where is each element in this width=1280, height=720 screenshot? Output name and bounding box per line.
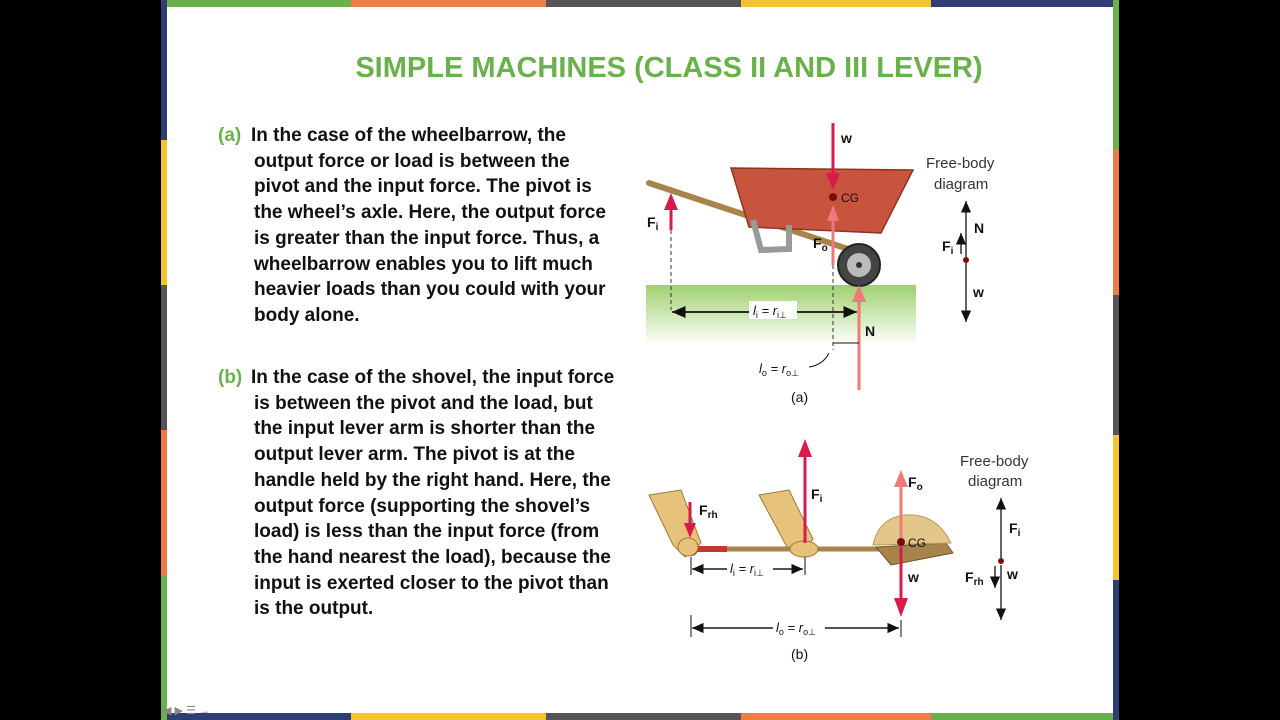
bottom-color-bar-1: [161, 713, 351, 720]
fbd-w-label: w: [972, 284, 984, 300]
cg-dot: [897, 538, 905, 546]
w-arrowhead: [826, 173, 840, 190]
fbd-point: [998, 558, 1004, 564]
w-label: w: [907, 569, 919, 585]
slide-nav-controls[interactable]: ◀ ▶ ☰ →: [163, 705, 210, 717]
fbd-fi-label: Fi: [942, 238, 954, 257]
n-label: N: [865, 323, 875, 339]
cg-dot: [829, 193, 837, 201]
wheelbarrow-tub: [729, 167, 915, 234]
slide: SIMPLE MACHINES (CLASS II AND III LEVER)…: [161, 0, 1119, 720]
w-arrowhead: [894, 598, 908, 617]
fbd-title-line2: diagram: [934, 176, 988, 193]
li-label-bg: [727, 559, 773, 577]
bottom-color-bar-3: [546, 713, 741, 720]
paragraph-b-text: In the case of the shovel, the input for…: [251, 367, 615, 620]
fo-label: Fo: [908, 474, 923, 493]
left-hand: [789, 540, 819, 558]
right-color-strip: [1113, 150, 1119, 295]
bottom-color-bar-2: [351, 713, 546, 720]
fbd-n-label: N: [974, 220, 984, 236]
right-color-strip: [1113, 435, 1119, 580]
wheelbarrow-axle: [856, 262, 862, 268]
lo-leader: [808, 352, 830, 368]
right-hand: [677, 537, 699, 557]
top-color-bar-4: [741, 0, 931, 7]
left-color-strip: [161, 430, 167, 575]
fbd-title-line2: diagram: [968, 473, 1022, 490]
fi-arrowhead: [664, 193, 678, 210]
slide-title: SIMPLE MACHINES (CLASS II AND III LEVER): [355, 52, 983, 84]
dirt-load: [872, 514, 952, 546]
w-label: w: [840, 130, 852, 146]
paragraph-b: (b) In the case of the shovel, the input…: [218, 365, 618, 622]
n-arrowhead: [852, 285, 866, 302]
top-color-bar-1: [161, 0, 351, 7]
paragraph-a: (a) In the case of the wheelbarrow, the …: [218, 123, 618, 329]
fo-arrowhead: [827, 205, 839, 221]
fbd-fi-label: Fi: [1009, 520, 1021, 539]
wheelbarrow-leg: [750, 219, 792, 254]
cg-label: CG: [841, 191, 859, 205]
paragraph-a-label: (a): [218, 125, 242, 146]
fbd-frh-label: Frh: [965, 569, 984, 588]
li-label: li = ri⊥: [730, 561, 764, 578]
top-color-bar-5: [931, 0, 1119, 7]
wheelbarrow-figure: CG w Fo Fi li = ri⊥ N lo = ro⊥ (a) Free-…: [646, 123, 995, 405]
left-color-strip: [161, 575, 167, 720]
fo-arrowhead: [894, 470, 908, 487]
cg-label: CG: [908, 536, 926, 550]
shovel-blade: [874, 542, 954, 566]
bottom-color-bar-5: [931, 713, 1119, 720]
right-color-strip: [1113, 0, 1119, 150]
right-color-strip: [1113, 295, 1119, 435]
lo-label: lo = ro⊥: [759, 361, 799, 378]
caption-b: (b): [791, 646, 808, 662]
lo-label-bg: [773, 617, 825, 635]
paragraph-b-label: (b): [218, 367, 243, 388]
li-label: li = ri⊥: [753, 303, 787, 320]
fbd-w-label: w: [1006, 566, 1018, 582]
fbd-title-line1: Free-body: [960, 453, 1029, 470]
frh-label: Frh: [699, 502, 718, 521]
top-color-bar-2: [351, 0, 546, 7]
right-color-strip: [1113, 580, 1119, 720]
fi-label: Fi: [811, 486, 823, 505]
fbd-point: [963, 257, 969, 263]
left-color-strip: [161, 0, 167, 140]
caption-a: (a): [791, 389, 808, 405]
fi-label: Fi: [647, 214, 659, 233]
fo-label: Fo: [813, 235, 828, 254]
frh-arrowhead: [684, 523, 696, 538]
fbd-title-line1: Free-body: [926, 155, 995, 172]
li-label-bg: [749, 301, 797, 319]
fi-arrowhead: [798, 439, 812, 457]
shovel-figure: CG Frh Fi Fo w li = ri⊥ lo = ro⊥ (b) Fre…: [648, 439, 1029, 662]
left-color-strip: [161, 140, 167, 285]
paragraph-a-text: In the case of the wheelbarrow, the outp…: [251, 125, 606, 326]
bottom-color-bar-4: [741, 713, 931, 720]
top-color-bar-3: [546, 0, 741, 7]
left-color-strip: [161, 285, 167, 430]
lo-label: lo = ro⊥: [776, 620, 816, 637]
